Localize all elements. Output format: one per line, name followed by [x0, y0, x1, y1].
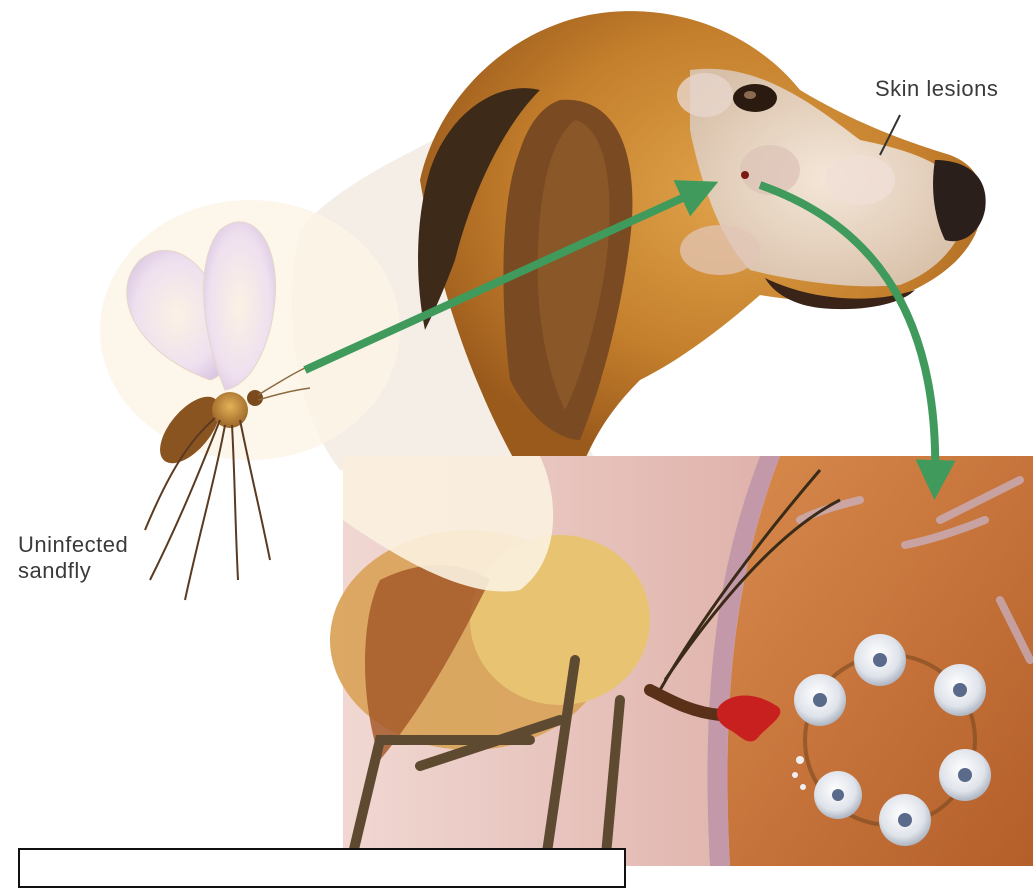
- leishmaniasis-diagram: [0, 0, 1033, 866]
- caption-box: [18, 848, 626, 888]
- uninfected-sandfly-label: Uninfected sandfly: [18, 532, 128, 584]
- skin-lesions-label: Skin lesions: [875, 76, 998, 102]
- skin-closeup-inset: [330, 456, 1033, 866]
- uninfected-label-line1: Uninfected: [18, 532, 128, 558]
- uninfected-label-line2: sandfly: [18, 558, 128, 584]
